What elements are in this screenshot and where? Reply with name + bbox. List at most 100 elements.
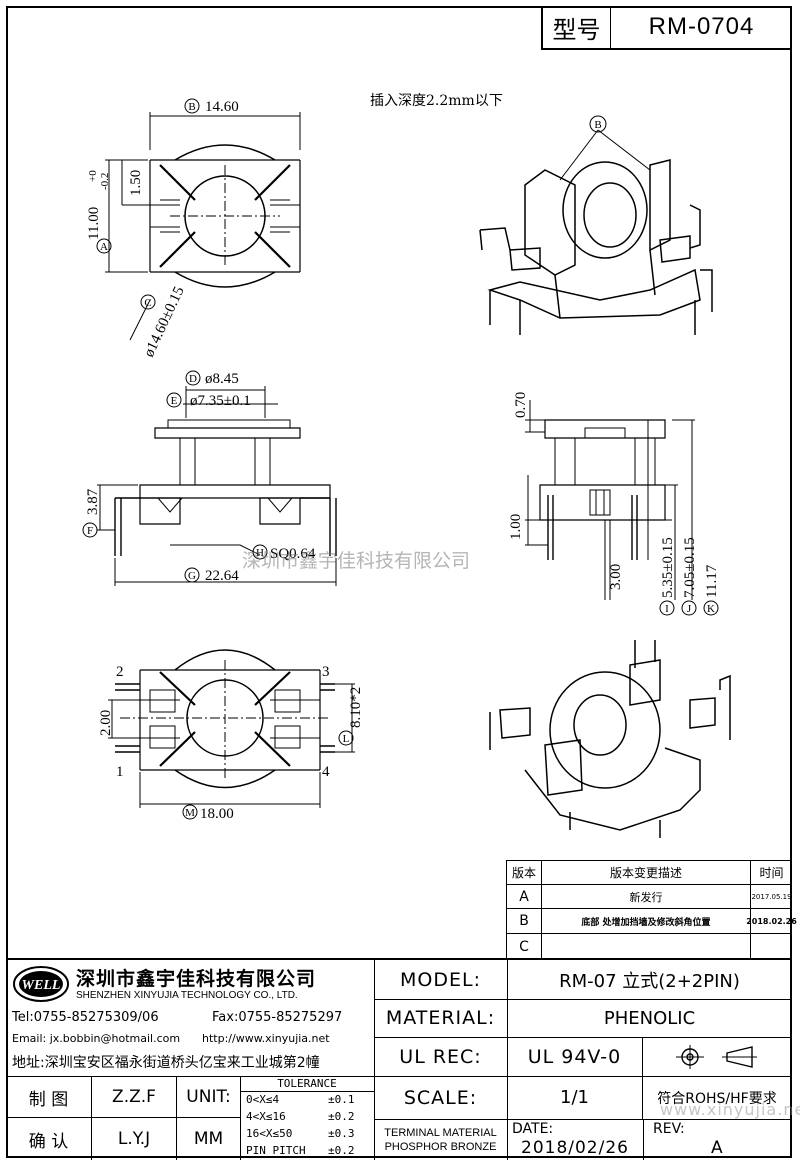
- svg-text:F: F: [87, 525, 93, 537]
- front-e-dim: ø7.35±0.1: [190, 393, 251, 409]
- rev-row-a-ver: A: [506, 884, 542, 909]
- terminal-material-value: PHOSPHOR BRONZE: [384, 1140, 497, 1153]
- svg-text:M: M: [185, 807, 195, 819]
- rev-label: REV:: [653, 1121, 685, 1137]
- terminal-material: TERMINAL MATERIAL PHOSPHOR BRONZE: [374, 1119, 508, 1160]
- front-f-dim: 3.87: [85, 488, 101, 515]
- marker-e: E: [166, 392, 182, 408]
- top-tol-minus: -0.2: [99, 173, 111, 190]
- rohs-note: 符合ROHS/HF要求: [642, 1076, 792, 1120]
- rev-row-c-desc: [541, 933, 751, 960]
- svg-text:A: A: [100, 241, 108, 253]
- svg-text:K: K: [707, 603, 715, 615]
- date-value: 2018/02/26: [521, 1138, 629, 1158]
- pin-1-label: 1: [116, 764, 124, 780]
- svg-text:G: G: [188, 570, 196, 582]
- marker-h: H: [252, 544, 268, 560]
- isometric-view-bottom: [489, 640, 731, 838]
- svg-text:WELL: WELL: [22, 978, 61, 993]
- rev-row-a-date: 2017.05.19: [750, 884, 792, 909]
- svg-text:I: I: [665, 603, 669, 615]
- marker-j: J: [681, 600, 697, 616]
- unit-label: UNIT:: [176, 1076, 241, 1118]
- top-a-dim: 11.00: [86, 207, 102, 240]
- top-b-dim: 14.60: [205, 99, 239, 115]
- check-value: L.Y.J: [91, 1117, 177, 1160]
- tol-row-4-range: PIN PITCH: [246, 1144, 306, 1157]
- front-h-dim: SQ0.64: [270, 546, 316, 562]
- company-name-en: SHENZHEN XINYUJIA TECHNOLOGY CO., LTD.: [76, 990, 298, 1001]
- svg-text:L: L: [343, 733, 350, 745]
- rev-header-date: 时间: [750, 860, 792, 885]
- bottom-view: [108, 649, 355, 808]
- date-cell: DATE: 2018/02/26: [507, 1119, 644, 1160]
- company-tel: Tel:0755-85275309/06: [12, 1010, 159, 1025]
- rev-row-c-date: [750, 933, 792, 960]
- terminal-material-label: TERMINAL MATERIAL: [384, 1126, 497, 1139]
- svg-text:H: H: [256, 547, 264, 559]
- drawing-frame: [6, 6, 792, 1158]
- front-d-dim: ø8.45: [205, 371, 239, 387]
- model-label: MODEL:: [374, 960, 508, 1000]
- svg-text:B: B: [594, 119, 601, 131]
- side-100-dim: 1.00: [508, 514, 524, 540]
- technical-drawing: 14.60 11.00 +0 -0.2 1.50 ø14.60±0.15 ø8.…: [82, 98, 731, 838]
- pin-4-label: 4: [322, 764, 330, 780]
- svg-text:D: D: [189, 373, 197, 385]
- marker-m: M: [182, 804, 198, 820]
- tol-row-1-range: 0<X≤4: [246, 1093, 280, 1106]
- company-logo: WELL: [12, 964, 70, 1004]
- scale-label: SCALE:: [374, 1076, 508, 1120]
- third-angle-projection-icon: [676, 1044, 757, 1069]
- svg-text:J: J: [687, 603, 692, 615]
- svg-text:B: B: [188, 101, 195, 113]
- bottom-200-dim: 2.00: [98, 710, 114, 736]
- rev-header-desc: 版本变更描述: [541, 860, 751, 885]
- model-number-cell: RM-0704: [610, 6, 792, 50]
- rev-row-a-desc: 新发行: [541, 884, 751, 909]
- ulrec-label: UL REC:: [374, 1037, 508, 1077]
- marker-g: G: [184, 567, 200, 583]
- check-label: 确 认: [6, 1117, 92, 1160]
- marker-f: F: [82, 522, 98, 538]
- marker-a: A: [96, 238, 112, 254]
- tol-row-4-tol: ±0.2: [328, 1144, 355, 1157]
- tol-row-3-range: 16<X≤50: [246, 1127, 293, 1140]
- revision-table: 版本 版本变更描述 时间 A 新发行 2017.05.19 B 底部 处增加挡墙…: [506, 860, 797, 960]
- tolerance-title: TOLERANCE: [240, 1076, 374, 1092]
- draw-label: 制 图: [6, 1076, 92, 1118]
- rev-header-version: 版本: [506, 860, 542, 885]
- unit-value: MM: [176, 1117, 241, 1160]
- marker-c: C: [140, 294, 156, 310]
- bottom-l-dim: 8.10*2: [348, 687, 364, 728]
- company-email: Email: jx.bobbin@hotmail.com: [12, 1032, 181, 1045]
- type-label-cell: 型号: [541, 6, 611, 50]
- top-c-dim: ø14.60±0.15: [141, 284, 188, 359]
- marker-l: L: [338, 730, 354, 746]
- side-j-dim: 7.05±0.15: [682, 537, 698, 598]
- svg-text:C: C: [144, 297, 151, 309]
- side-view: [525, 400, 695, 600]
- marker-b-iso: B: [594, 119, 601, 131]
- front-g-dim: 22.64: [205, 568, 239, 584]
- svg-text:E: E: [171, 395, 178, 407]
- company-panel: WELL 深圳市鑫宇佳科技有限公司 SHENZHEN XINYUJIA TECH…: [6, 960, 375, 1077]
- marker-d: D: [185, 370, 201, 386]
- scale-value: 1/1: [507, 1076, 643, 1120]
- rev-row-b-ver: B: [506, 908, 542, 934]
- side-i-dim: 5.35±0.15: [660, 537, 676, 598]
- marker-i: I: [659, 600, 675, 616]
- company-name-cn: 深圳市鑫宇佳科技有限公司: [76, 968, 317, 990]
- isometric-view-top: [479, 115, 713, 335]
- rev-row-c-ver: C: [506, 933, 542, 960]
- tol-row-3-tol: ±0.3: [328, 1127, 355, 1140]
- projection-symbol: [642, 1037, 792, 1077]
- model-number: RM-0704: [648, 13, 755, 40]
- rev-row-b-desc: 底部 处增加挡墙及修改斜角位置: [541, 908, 751, 934]
- top-tol-plus: +0: [87, 170, 99, 182]
- side-k-dim: 11.17: [704, 564, 720, 598]
- marker-b-top: B: [184, 98, 200, 114]
- pin-3-label: 3: [322, 664, 330, 680]
- company-fax: Fax:0755-85275297: [212, 1010, 343, 1025]
- material-value: PHENOLIC: [507, 999, 792, 1038]
